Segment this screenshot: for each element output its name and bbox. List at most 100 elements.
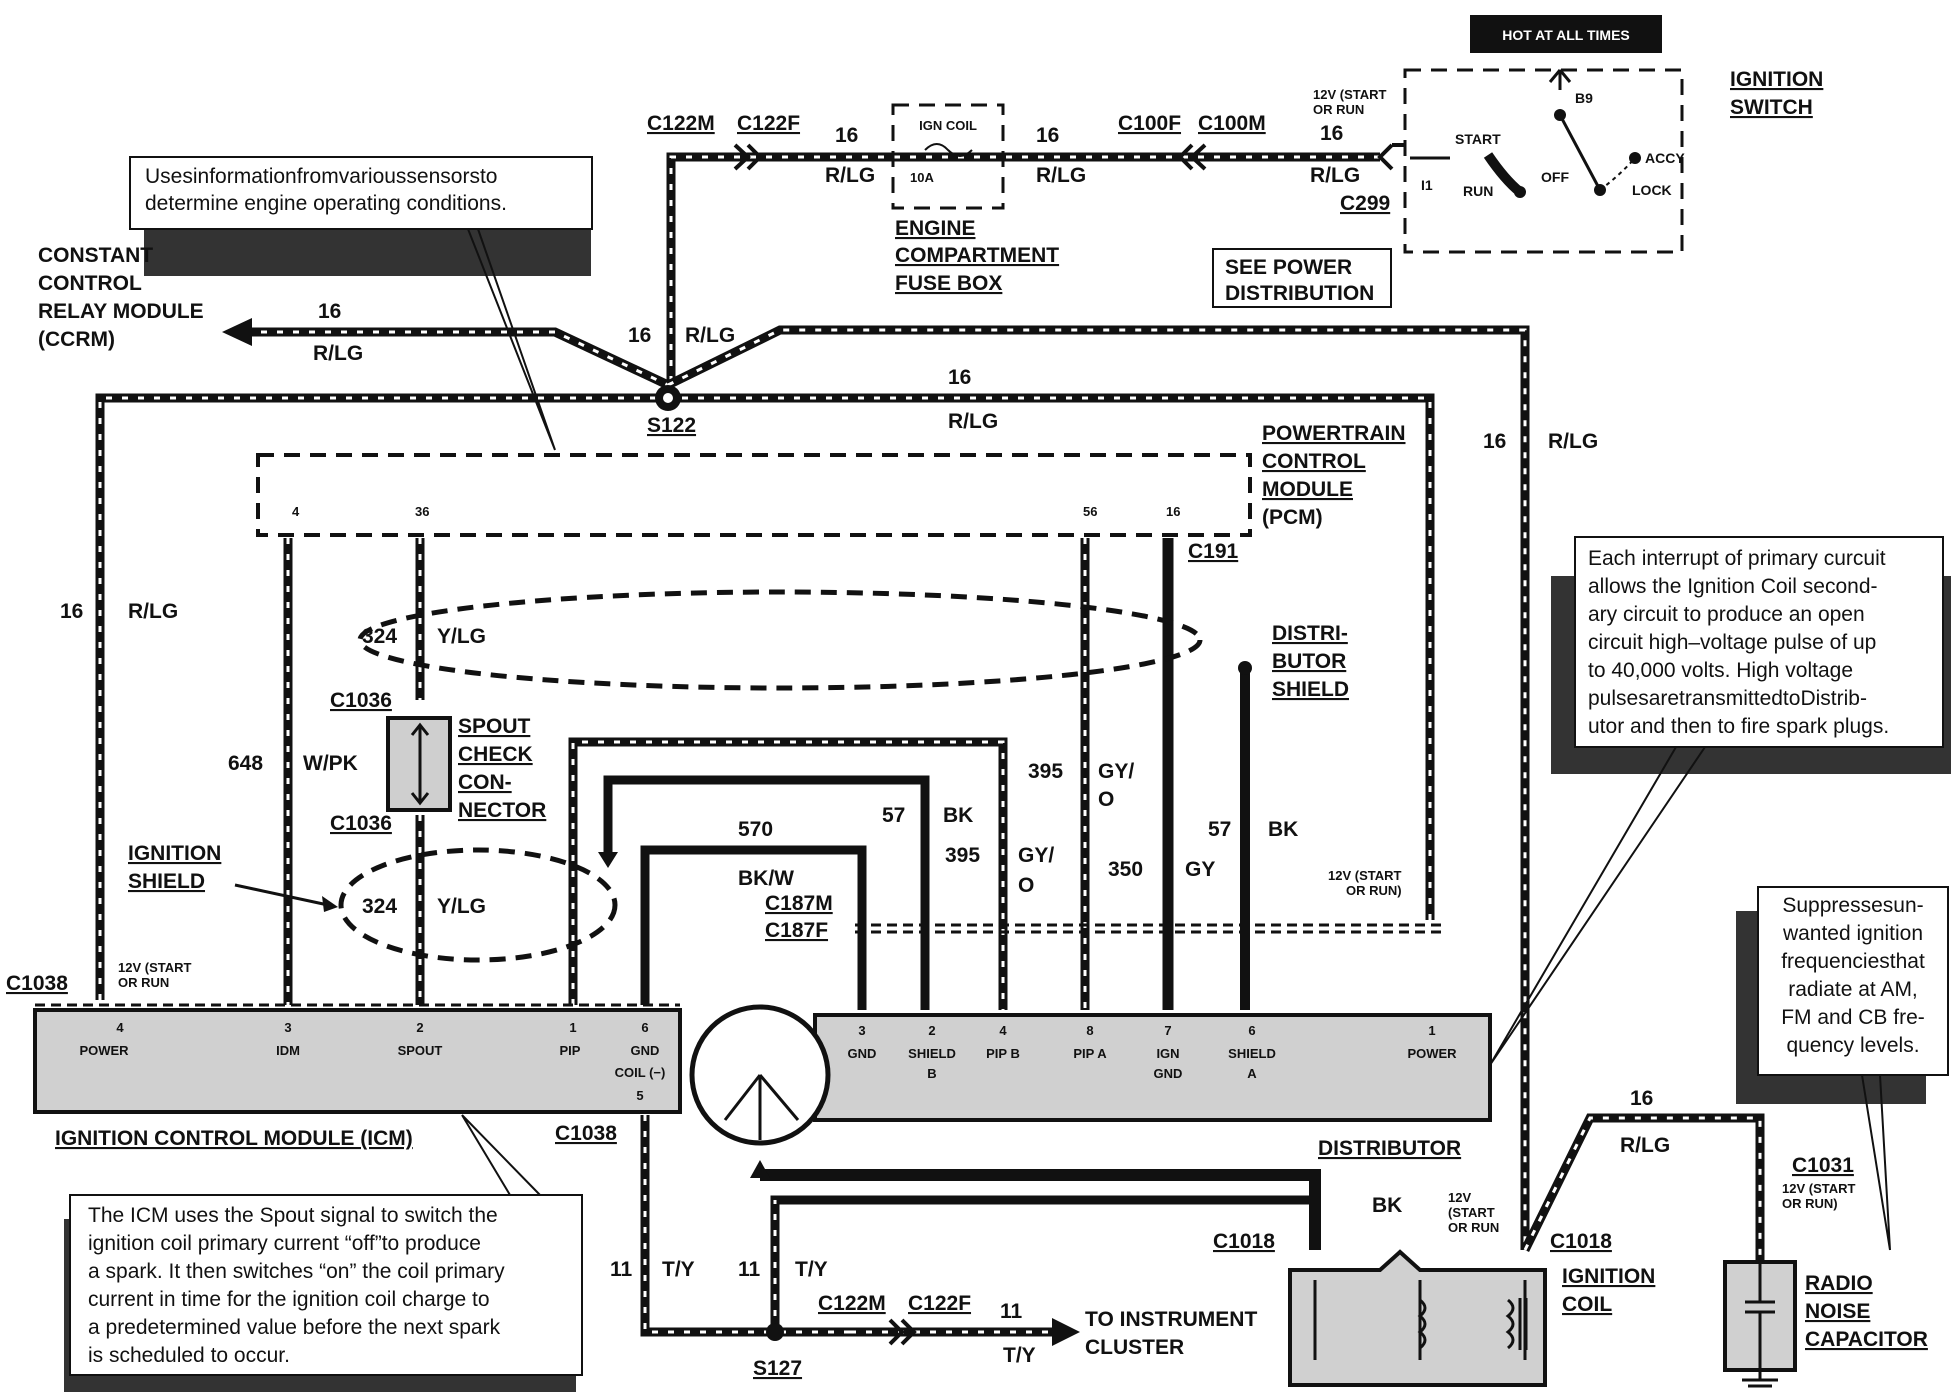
dist-pin-num: 6 xyxy=(1248,1023,1255,1038)
ty-a: T/Y xyxy=(662,1258,695,1281)
rlg-cap: R/LG xyxy=(1620,1134,1670,1157)
dist-power-note-1: 12V (START xyxy=(1328,868,1401,883)
fuse-box-title-2: COMPARTMENT xyxy=(895,244,1059,267)
pcm-pin-4: 4 xyxy=(292,504,300,519)
icm-note-line: The ICM uses the Spout signal to switch … xyxy=(88,1204,498,1227)
icm-pin-num: 4 xyxy=(116,1020,124,1035)
dist-pin-num: 7 xyxy=(1164,1023,1171,1038)
rlg-left: R/LG xyxy=(128,600,178,623)
fuse-rating: 10A xyxy=(910,170,934,185)
c395-a-label: 395 xyxy=(1028,760,1063,783)
engine-fuse-box xyxy=(891,103,1005,210)
spout-label-3: CON- xyxy=(458,771,512,794)
c122f-top-label: C122F xyxy=(737,112,800,135)
cap-note-line: wanted ignition xyxy=(1782,922,1923,945)
icm-pin-num: 1 xyxy=(569,1020,576,1035)
c122-top-connector xyxy=(733,143,763,171)
hot-at-all-times-label: HOT AT ALL TIMES xyxy=(1502,27,1630,43)
pcm-title-2: CONTROL xyxy=(1262,450,1366,473)
dist-note-line: ary circuit to produce an open xyxy=(1588,603,1865,626)
cluster-label-2: CLUSTER xyxy=(1085,1336,1184,1359)
icm-note-line: current in time for the ignition coil ch… xyxy=(88,1288,490,1311)
dist-pin-name: PIP A xyxy=(1073,1046,1107,1061)
rlg-ccrm: R/LG xyxy=(313,342,363,365)
pcm-note-pointer xyxy=(467,228,556,451)
icm-note-line: is scheduled to occur. xyxy=(88,1344,290,1367)
pcm-title-4: (PCM) xyxy=(1262,506,1323,529)
switch-lock: LOCK xyxy=(1632,182,1672,198)
ign-shield-label-2: SHIELD xyxy=(128,870,205,893)
ccrm-wire xyxy=(245,327,670,390)
gauge-16-b: 16 xyxy=(1036,124,1059,147)
c122m-bottom-label: C122M xyxy=(818,1292,886,1315)
dist-note-pointer xyxy=(1489,746,1706,1066)
gauge-16-cap: 16 xyxy=(1630,1087,1653,1110)
cap-power-note-1: 12V (START xyxy=(1782,1181,1855,1196)
c100-connector xyxy=(1177,143,1207,171)
c1036-bottom-label: C1036 xyxy=(330,812,392,835)
see-power-line2: DISTRIBUTION xyxy=(1225,282,1374,305)
dist-shield-label-2: BUTOR xyxy=(1272,650,1346,673)
rlg-a: R/LG xyxy=(825,164,875,187)
icm-pins: 4 POWER 3 IDM 2 SPOUT 1 PIP 6 GND COIL (… xyxy=(79,1020,665,1103)
ignition-switch-title-2: SWITCH xyxy=(1730,96,1813,119)
ccrm-line4: (CCRM) xyxy=(38,328,115,351)
switch-feed-note-1: 12V (START xyxy=(1313,87,1386,102)
gyo-b-label-2: O xyxy=(1018,874,1034,897)
dist-note-line: Each interrupt of primary curcuit xyxy=(1588,547,1886,570)
c187m-label: C187M xyxy=(765,892,833,915)
c100f-label: C100F xyxy=(1118,112,1181,135)
rlg-right: R/LG xyxy=(1548,430,1598,453)
cap-note-line: quency levels. xyxy=(1786,1034,1919,1057)
dist-shield-label-3: SHIELD xyxy=(1272,678,1349,701)
dist-pin-name: SHIELD xyxy=(908,1046,956,1061)
c122f-bottom-label: C122F xyxy=(908,1292,971,1315)
c350-label: 350 xyxy=(1108,858,1143,881)
dist-power-note-2: OR RUN) xyxy=(1346,883,1402,898)
gauge-16-ccrm: 16 xyxy=(318,300,341,323)
dist-note-line: allows the Ignition Coil second- xyxy=(1588,575,1878,598)
spout-label-2: CHECK xyxy=(458,743,533,766)
ign-shield-label-1: IGNITION xyxy=(128,842,221,865)
icm-note-line: ignition coil primary current “off”to pr… xyxy=(88,1232,481,1255)
distributor-title: DISTRIBUTOR xyxy=(1318,1137,1461,1160)
gauge-16-s122: 16 xyxy=(628,324,651,347)
gauge-16-c: 16 xyxy=(1320,122,1343,145)
gauge-16-loop: 16 xyxy=(948,366,971,389)
cap-note-line: frequenciesthat xyxy=(1781,950,1925,973)
icm-note-box xyxy=(69,1194,583,1376)
icm-power-note-1: 12V (START xyxy=(118,960,191,975)
c1018-left-label: C1018 xyxy=(1213,1230,1275,1253)
icm-pin-name: SPOUT xyxy=(398,1043,443,1058)
dist-pin-name: GND xyxy=(848,1046,877,1061)
c1031-label: C1031 xyxy=(1792,1154,1854,1177)
icm-coil-neg: COIL (−) xyxy=(615,1065,666,1080)
pcm-pin-16: 16 xyxy=(1166,504,1180,519)
gauge-11-b: 11 xyxy=(738,1258,761,1281)
instrument-cluster-arrow xyxy=(1052,1318,1080,1346)
c395-b-label: 395 xyxy=(945,844,980,867)
dist-note-line: to 40,000 volts. High voltage xyxy=(1588,659,1853,682)
icm-pin5: 5 xyxy=(636,1088,643,1103)
c191-label: C191 xyxy=(1188,540,1239,563)
ignition-coil-title-1: IGNITION xyxy=(1562,1265,1655,1288)
pcm-note-line2: determine engine operating conditions. xyxy=(145,192,507,215)
rlg-b: R/LG xyxy=(1036,164,1086,187)
rlg-s122: R/LG xyxy=(685,324,735,347)
rlg-c: R/LG xyxy=(1310,164,1360,187)
pcm-title-3: MODULE xyxy=(1262,478,1353,501)
coil-power-note-1: 12V xyxy=(1448,1190,1471,1205)
c299-label: C299 xyxy=(1340,192,1390,215)
bk-a-label: BK xyxy=(1268,818,1298,841)
dist-pin-name: IGN xyxy=(1156,1046,1179,1061)
c187-connector xyxy=(855,923,1445,934)
gauge-11-c: 11 xyxy=(1000,1300,1023,1323)
gauge-16-right: 16 xyxy=(1483,430,1506,453)
switch-b9: B9 xyxy=(1575,90,1593,106)
capacitor-note-box xyxy=(1757,886,1949,1076)
c187f-label: C187F xyxy=(765,919,828,942)
c122m-top-label: C122M xyxy=(647,112,715,135)
pcm-note-box xyxy=(129,156,593,230)
ty-c: T/Y xyxy=(1003,1344,1036,1367)
